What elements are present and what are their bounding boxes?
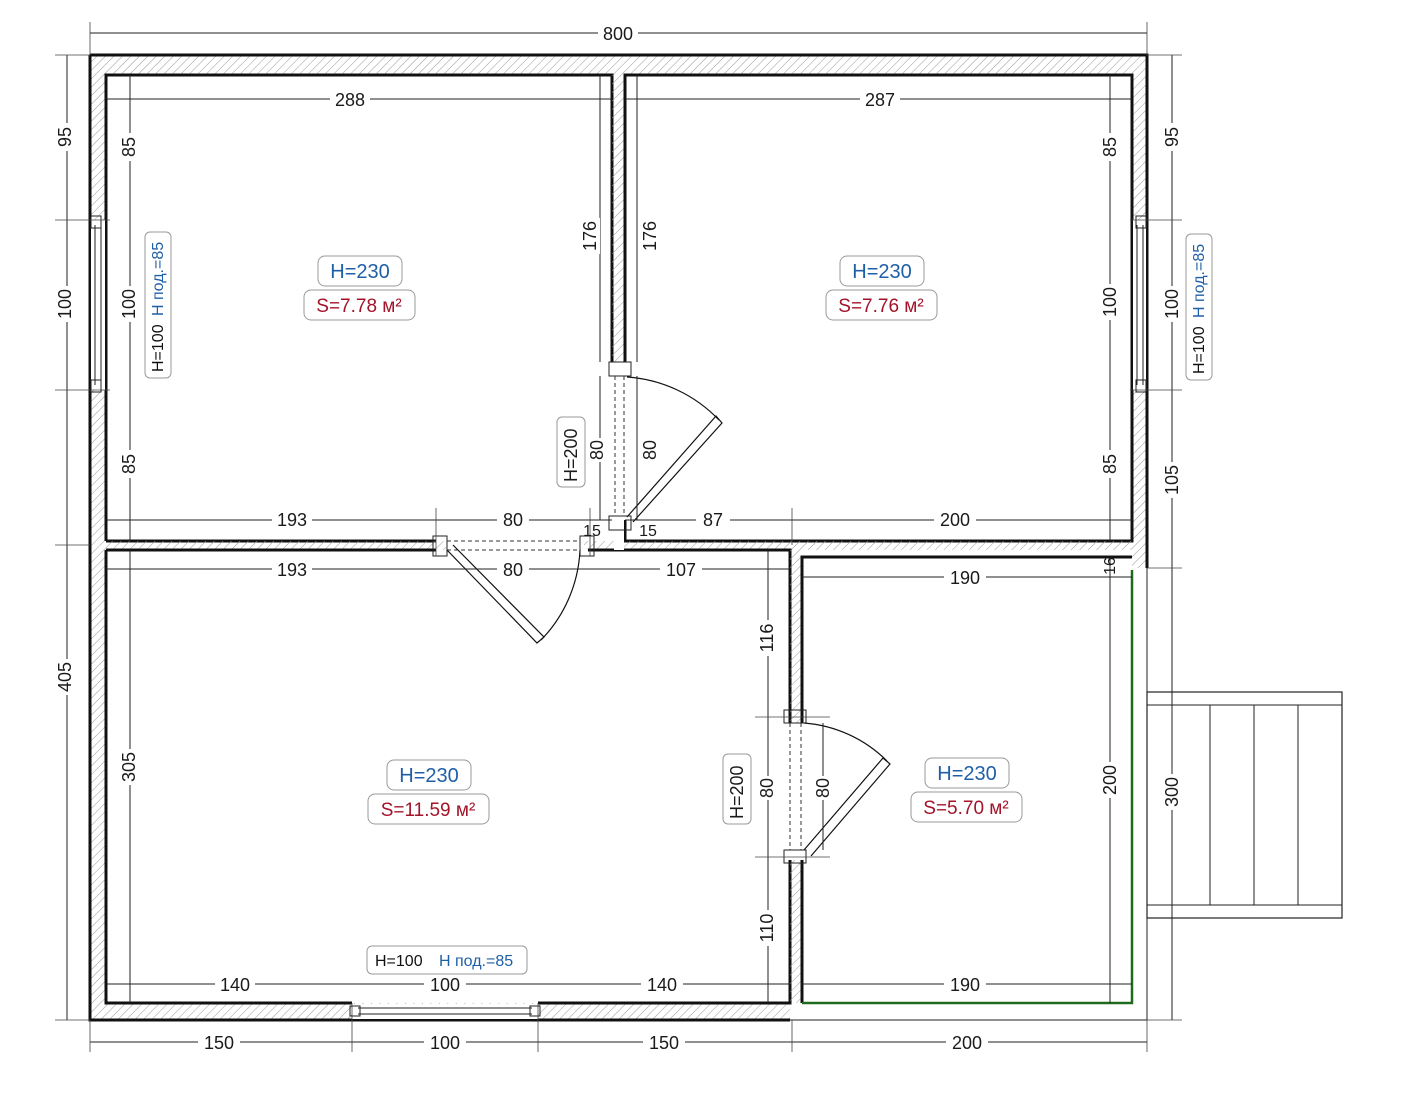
dim-room1-100: 100 xyxy=(119,289,139,319)
room1-height: H=230 xyxy=(330,261,390,283)
dim-room1-85-top: 85 xyxy=(119,137,139,157)
dim-low-107: 107 xyxy=(666,560,696,580)
dim-mid-200: 200 xyxy=(940,510,970,530)
terrace-outline xyxy=(802,570,1134,1005)
room3-height: H=230 xyxy=(399,765,459,787)
door1-label: H=200 xyxy=(556,416,586,488)
dim-room3-305: 305 xyxy=(119,752,139,782)
window-labels: H=100 H под.=85 H=100 H под.=85 H=100 H … xyxy=(144,231,1213,975)
dim-room4-116: 116 xyxy=(757,624,777,653)
dim-bottom-100: 100 xyxy=(430,1033,460,1053)
dim-room2-100: 100 xyxy=(1100,287,1120,317)
dimension-texts: 800 288 287 95 100 405 95 100 105 300 85… xyxy=(55,22,1182,1053)
window-left xyxy=(90,215,105,393)
dim-right-105: 105 xyxy=(1162,465,1182,495)
dim-mid-15-right: 15 xyxy=(639,523,657,540)
dim-room3-140-right: 140 xyxy=(647,975,677,995)
dim-right-100: 100 xyxy=(1162,289,1182,319)
dim-low-193: 193 xyxy=(277,560,307,580)
dim-room4-190-top: 190 xyxy=(950,568,980,588)
dim-door1-80-left: 80 xyxy=(587,440,607,460)
dim-room1-width: 288 xyxy=(335,90,365,110)
dim-mid-15-left: 15 xyxy=(583,523,601,540)
window-right xyxy=(1133,215,1147,393)
doors xyxy=(432,361,891,864)
dim-right-300: 300 xyxy=(1162,777,1182,807)
dim-room2-85-bottom: 85 xyxy=(1100,454,1120,474)
dim-room2-85-top: 85 xyxy=(1100,137,1120,157)
room-labels: H=230 S=7.78 м² H=230 S=7.76 м² H=230 S=… xyxy=(303,255,1023,825)
windows xyxy=(90,215,1147,1019)
dim-mid-80: 80 xyxy=(503,510,523,530)
partition-hatch xyxy=(612,75,625,362)
room2-label: H=230 S=7.76 м² xyxy=(825,255,938,321)
dim-room3-100: 100 xyxy=(430,975,460,995)
dim-room4-16: 16 xyxy=(1102,557,1119,575)
dim-room2-width: 287 xyxy=(865,90,895,110)
window-right-label: H=100 H под.=85 xyxy=(1185,233,1213,381)
room4-area: S=5.70 м² xyxy=(923,798,1008,819)
dim-top-total: 800 xyxy=(603,24,633,44)
room2-outline xyxy=(623,73,1134,543)
door1-height: H=200 xyxy=(561,428,581,482)
dim-mid-87: 87 xyxy=(703,510,723,530)
dim-mid-193: 193 xyxy=(277,510,307,530)
dim-partition-176-left: 176 xyxy=(580,221,600,251)
window-left-height: H=100 xyxy=(150,324,167,372)
room3-label: H=230 S=11.59 м² xyxy=(367,759,490,825)
dim-bottom-150-left: 150 xyxy=(204,1033,234,1053)
dim-room4-110: 110 xyxy=(757,914,777,943)
door2-height: H=200 xyxy=(727,765,747,819)
dim-left-405: 405 xyxy=(55,662,75,692)
dim-room1-85-bottom: 85 xyxy=(119,454,139,474)
dim-bottom-200: 200 xyxy=(952,1033,982,1053)
door2-label: H=200 xyxy=(722,753,752,825)
window-bottom-sill: H под.=85 xyxy=(439,953,513,970)
window-bottom-height: H=100 xyxy=(375,953,423,970)
door-corridor-room3 xyxy=(432,535,595,644)
window-bottom-label: H=100 H под.=85 xyxy=(366,945,528,975)
dim-room4-200: 200 xyxy=(1100,765,1120,795)
dim-room4-80-right: 80 xyxy=(813,778,833,798)
room4-outline xyxy=(800,555,1132,723)
room2-height: H=230 xyxy=(852,261,912,283)
window-bottom xyxy=(349,1004,541,1019)
dim-room4-190-bottom: 190 xyxy=(950,975,980,995)
dim-door1-80-right: 80 xyxy=(640,440,660,460)
dim-low-80: 80 xyxy=(503,560,523,580)
window-right-sill: H под.=85 xyxy=(1191,244,1208,318)
room4-label: H=230 S=5.70 м² xyxy=(910,757,1023,823)
room1-area: S=7.78 м² xyxy=(316,296,401,317)
room3-area: S=11.59 м² xyxy=(381,800,476,821)
walls xyxy=(88,53,1149,1022)
dim-bottom-150-right: 150 xyxy=(649,1033,679,1053)
door-labels: H=200 H=200 xyxy=(556,416,752,825)
dim-left-95: 95 xyxy=(55,127,75,147)
dim-room4-80-left: 80 xyxy=(757,778,777,798)
dim-partition-176-right: 176 xyxy=(640,221,660,251)
room2-area: S=7.76 м² xyxy=(838,296,923,317)
door-room3-room4 xyxy=(783,709,891,864)
dim-left-100: 100 xyxy=(55,289,75,319)
window-left-label: H=100 H под.=85 xyxy=(144,231,172,379)
partition3-hatch xyxy=(790,860,802,1003)
dim-right-95: 95 xyxy=(1162,127,1182,147)
room1-label: H=230 S=7.78 м² xyxy=(303,255,416,321)
room4-height: H=230 xyxy=(937,763,997,785)
door-room1-room2 xyxy=(608,361,723,531)
dim-room3-140-left: 140 xyxy=(220,975,250,995)
partition2-hatch xyxy=(790,550,802,723)
window-right-height: H=100 xyxy=(1191,326,1208,374)
window-left-sill: H под.=85 xyxy=(150,242,167,316)
